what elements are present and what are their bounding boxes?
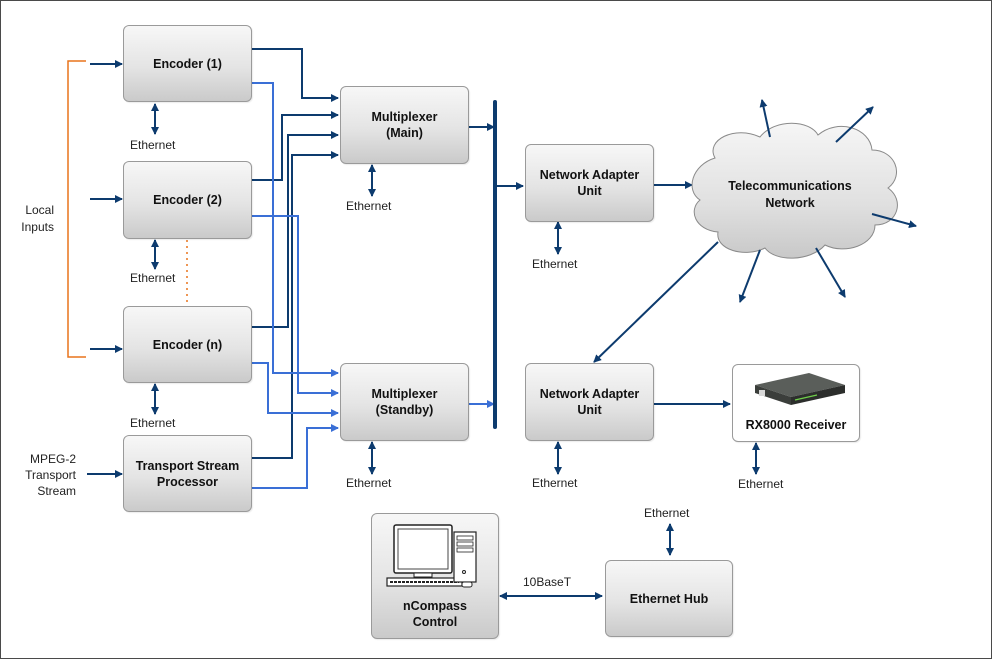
link-tsp-mux-standby bbox=[251, 424, 339, 489]
cloud-out-arrow-5 bbox=[738, 249, 761, 303]
network-adapter-unit-top-label: Network Adapter Unit bbox=[539, 168, 640, 198]
desktop-computer-icon bbox=[386, 524, 477, 588]
transport-stream-processor-label: Transport Stream Processor bbox=[135, 458, 240, 489]
network-adapter-unit-bottom-label: Network Adapter Unit bbox=[539, 387, 640, 417]
link-encn-mux-standby bbox=[251, 362, 339, 417]
ethernet-label-receiver: Ethernet bbox=[738, 477, 784, 491]
ncompass-control-box[interactable]: nCompass Control bbox=[371, 513, 499, 639]
mpeg2-transport-stream-label: MPEG-2 Transport Stream bbox=[25, 452, 76, 498]
encoder-1-box[interactable]: Encoder (1) bbox=[123, 25, 252, 102]
link-cloud-nau-bottom bbox=[593, 241, 719, 363]
ethernet-label-nau-bottom: Ethernet bbox=[532, 476, 578, 490]
ethernet-label-nau-top: Ethernet bbox=[532, 257, 578, 271]
multiplexer-main-box[interactable]: Multiplexer (Main) bbox=[340, 86, 469, 164]
encoder-2-box[interactable]: Encoder (2) bbox=[123, 161, 252, 239]
cloud-out-arrow-3 bbox=[871, 213, 917, 229]
link-tsp-mux-main bbox=[251, 151, 339, 459]
multiplexer-standby-label: Multiplexer (Standby) bbox=[371, 387, 438, 417]
link-enc2-mux-standby bbox=[251, 215, 339, 397]
network-adapter-unit-top-box[interactable]: Network Adapter Unit bbox=[525, 144, 654, 222]
ethernet-label-hub: Ethernet bbox=[644, 506, 690, 520]
encoder-n-box[interactable]: Encoder (n) bbox=[123, 306, 252, 383]
cloud-out-arrow-2 bbox=[835, 106, 874, 143]
encoder-1-label: Encoder (1) bbox=[153, 56, 222, 71]
rx8000-receiver-label: RX8000 Receiver bbox=[745, 418, 847, 432]
multiplexer-main-label: Multiplexer (Main) bbox=[371, 110, 438, 140]
ethernet-label-encoder-2: Ethernet bbox=[130, 271, 176, 285]
ethernet-hub-label: Ethernet Hub bbox=[629, 591, 709, 606]
ethernet-label-encoder-n: Ethernet bbox=[130, 416, 176, 430]
ethernet-label-encoder-1: Ethernet bbox=[130, 138, 176, 152]
local-inputs-label: Local Inputs bbox=[21, 203, 54, 234]
link-enc1-mux-main bbox=[251, 48, 339, 102]
local-inputs-bracket bbox=[67, 60, 86, 358]
tenbaset-label: 10BaseT bbox=[523, 575, 572, 589]
ethernet-hub-box[interactable]: Ethernet Hub bbox=[605, 560, 733, 637]
transport-stream-processor-box[interactable]: Transport Stream Processor bbox=[123, 435, 252, 512]
link-encn-mux-main bbox=[251, 131, 339, 328]
ncompass-control-label: nCompass Control bbox=[403, 599, 467, 629]
ethernet-label-mux-main: Ethernet bbox=[346, 199, 392, 213]
telecom-network-label: Telecommunications Network bbox=[728, 179, 852, 210]
rack-receiver-icon bbox=[755, 373, 845, 405]
encoder-n-label: Encoder (n) bbox=[152, 337, 223, 352]
multiplexer-standby-box[interactable]: Multiplexer (Standby) bbox=[340, 363, 469, 441]
telecom-network-cloud bbox=[691, 122, 898, 259]
ethernet-label-mux-standby: Ethernet bbox=[346, 476, 392, 490]
link-enc1-mux-standby bbox=[251, 82, 339, 377]
cloud-out-arrow-1 bbox=[759, 99, 771, 138]
network-adapter-unit-bottom-box[interactable]: Network Adapter Unit bbox=[525, 363, 654, 441]
link-enc2-mux-main bbox=[251, 111, 339, 181]
encoder-2-label: Encoder (2) bbox=[153, 193, 222, 207]
cloud-out-arrow-4 bbox=[815, 247, 846, 298]
rx8000-receiver-box[interactable]: RX8000 Receiver bbox=[732, 364, 860, 442]
